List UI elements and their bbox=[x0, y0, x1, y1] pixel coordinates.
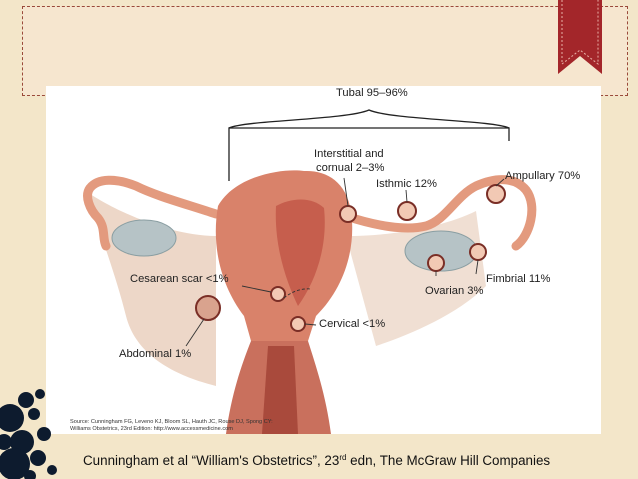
ovarian-site bbox=[427, 254, 445, 272]
source-credit-line1: Source: Cunningham FG, Leveno KJ, Bloom … bbox=[70, 419, 273, 425]
label-cervical: Cervical <1% bbox=[319, 318, 386, 330]
label-tubal: Tubal 95–96% bbox=[336, 87, 408, 99]
slide-caption: Cunningham et al “William's Obstetrics”,… bbox=[83, 453, 550, 468]
isthmic-site bbox=[397, 201, 417, 221]
interstitial-site bbox=[339, 205, 357, 223]
label-isthmic: Isthmic 12% bbox=[376, 178, 437, 190]
cesarean-scar-site bbox=[270, 286, 286, 302]
tubal-bracket bbox=[228, 127, 510, 181]
label-cesarean-scar: Cesarean scar <1% bbox=[130, 273, 229, 285]
right-fallopian-tube bbox=[341, 175, 537, 251]
bookmark-ribbon-icon bbox=[558, 0, 602, 74]
ectopic-pregnancy-sites-diagram: Tubal 95–96% Interstitial and cornual 2–… bbox=[46, 86, 601, 434]
caption-text-before: Cunningham et al “William's Obstetrics”,… bbox=[83, 453, 340, 468]
label-ovarian: Ovarian 3% bbox=[425, 285, 484, 297]
label-fimbrial: Fimbrial 11% bbox=[486, 273, 551, 285]
label-interstitial-line1: Interstitial and bbox=[314, 148, 384, 160]
tubal-bracket-curve bbox=[228, 109, 510, 129]
fimbrial-site bbox=[469, 243, 487, 261]
title-placeholder-box bbox=[22, 6, 628, 96]
cervical-canal bbox=[262, 346, 298, 434]
caption-text-after: edn, The McGraw Hill Companies bbox=[346, 453, 551, 468]
cervical-site bbox=[290, 316, 306, 332]
caption-superscript: rd bbox=[339, 453, 347, 462]
uterus-illustration bbox=[83, 109, 537, 434]
abdominal-site bbox=[195, 295, 221, 321]
ink-splatter-decoration bbox=[0, 389, 57, 479]
label-abdominal: Abdominal 1% bbox=[119, 348, 192, 360]
uterine-cavity bbox=[275, 199, 325, 306]
left-fallopian-tube bbox=[83, 175, 221, 251]
label-interstitial-line2: cornual 2–3% bbox=[316, 162, 385, 174]
ampullary-site bbox=[486, 184, 506, 204]
left-ovary bbox=[111, 219, 177, 257]
label-ampullary: Ampullary 70% bbox=[505, 170, 581, 182]
source-credit-line2: Williams Obstetrics, 23rd Edition: http:… bbox=[70, 426, 233, 432]
